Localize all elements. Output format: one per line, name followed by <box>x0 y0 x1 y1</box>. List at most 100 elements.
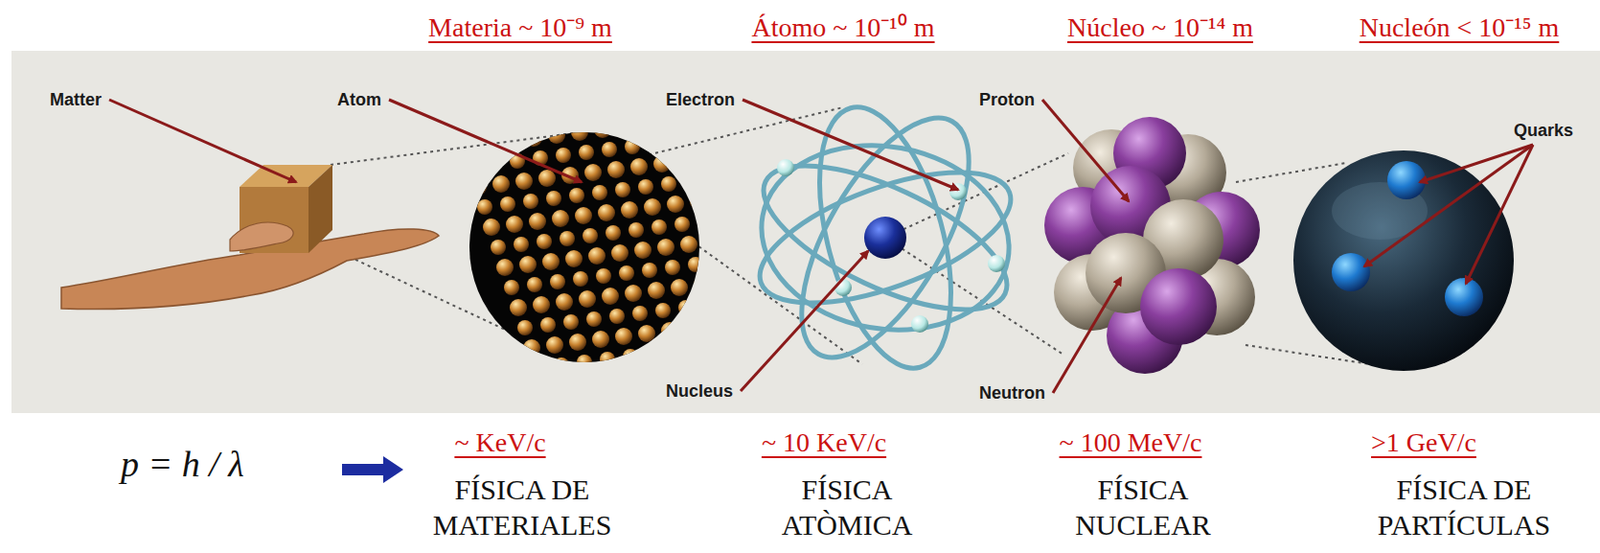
lattice-atom <box>712 189 731 207</box>
lattice-atom <box>505 215 524 233</box>
lattice-atom <box>760 331 777 347</box>
field-label: FÍSICA DE PARTÍCULAS <box>1348 471 1579 543</box>
lattice-atom <box>519 110 535 126</box>
scale-heading-text: Materia ~ 10⁻⁹ m <box>428 12 613 43</box>
lattice-atom <box>486 156 503 172</box>
lattice-atom <box>586 311 602 327</box>
lattice-atom <box>569 333 587 351</box>
lattice-atom <box>747 291 763 307</box>
lattice-atom <box>624 138 640 155</box>
lattice-atom <box>611 98 627 115</box>
lattice-atom <box>628 222 644 238</box>
momentum-label-text: ~ 10 KeV/c <box>761 427 887 458</box>
lattice-atom <box>477 199 493 215</box>
lattice-atom <box>643 198 662 216</box>
lattice-atom <box>523 339 541 357</box>
part-label: Quarks <box>1513 120 1574 141</box>
block-arrow <box>342 456 404 483</box>
part-label: Neutron <box>979 383 1046 404</box>
part-label-text: Nucleus <box>665 381 733 401</box>
lattice-atom <box>597 204 616 222</box>
lattice-atom <box>689 192 708 210</box>
field-label: FÍSICA DE MATERIALES <box>397 471 647 543</box>
part-label-text: Neutron <box>979 383 1046 403</box>
formula: p = h / λ <box>120 442 245 485</box>
lattice-atom <box>716 273 734 291</box>
lattice-atom <box>515 172 533 190</box>
part-label-text: Electron <box>665 90 735 110</box>
atom-particles <box>777 159 1006 333</box>
lattice-atom <box>542 252 560 271</box>
lattice-atom <box>638 179 654 195</box>
lattice-atom <box>490 239 506 255</box>
lattice-atom <box>592 330 610 348</box>
lattice-atom <box>687 256 704 273</box>
ground-band <box>11 50 1600 413</box>
scale-heading: Átomo ~ 10⁻¹⁰ m <box>751 7 935 45</box>
lattice-atom <box>559 230 575 247</box>
leader-arrow <box>1042 99 1129 202</box>
lattice-atom <box>724 294 740 310</box>
lattice-atom <box>630 158 648 176</box>
part-label: Proton <box>979 90 1035 111</box>
lattice-atom <box>538 169 556 187</box>
lattice-atom <box>496 258 514 276</box>
lattice-atom <box>565 250 583 268</box>
lattice-atom <box>578 144 595 160</box>
lattice-atom <box>661 321 679 340</box>
lattice-atom <box>710 253 727 270</box>
lattice-atom <box>578 290 596 308</box>
leader-arrow <box>740 251 869 391</box>
lattice-atom <box>601 287 619 305</box>
lattice-atom <box>685 109 704 127</box>
lattice-atom <box>638 324 656 343</box>
part-label: Nucleus <box>665 381 733 402</box>
lattice-atom <box>634 241 652 259</box>
lattice-atom <box>536 233 552 250</box>
lattice-atom <box>496 113 512 129</box>
lattice-atom <box>634 95 650 112</box>
lattice-atom <box>664 259 681 275</box>
momentum-label-text: ~ KeV/c <box>454 427 546 458</box>
part-label-text: Quarks <box>1513 120 1574 140</box>
lattice-atom <box>513 236 529 252</box>
scale-heading-text: Núcleo ~ 10⁻¹⁴ m <box>1067 12 1254 43</box>
lattice-atom <box>701 297 717 313</box>
lattice-atom <box>530 360 547 376</box>
lattice-atom <box>693 275 711 294</box>
lattice-atom <box>676 152 694 170</box>
lattice-atom <box>503 279 520 296</box>
part-label: Matter <box>49 90 102 111</box>
lattice-atom <box>500 196 516 212</box>
lattice-atom <box>588 247 606 265</box>
lattice-atom <box>624 284 642 302</box>
lattice-atom <box>722 146 740 164</box>
lattice-atom <box>540 317 556 333</box>
lattice-atom <box>555 293 573 311</box>
leader-arrow <box>1364 144 1533 267</box>
momentum-label-text: >1 GeV/c <box>1371 427 1477 458</box>
lattice-atom <box>703 232 721 251</box>
lattice-atom <box>707 316 725 334</box>
lattice-atom <box>548 126 566 144</box>
scale-heading: Materia ~ 10⁻⁹ m <box>428 7 613 45</box>
lattice-atom <box>618 265 635 281</box>
lattice-atom <box>456 137 474 156</box>
lattice-atom <box>735 186 754 205</box>
lattice-atom <box>680 235 698 253</box>
lattice-atom <box>720 210 736 227</box>
lattice-atom <box>571 123 589 141</box>
lattice-atom <box>684 319 702 337</box>
lattice-atom <box>726 229 744 248</box>
scale-heading: Nucleón < 10⁻¹⁵ m <box>1359 7 1560 45</box>
lattice-atom <box>592 184 608 201</box>
lattice-atom <box>776 307 794 325</box>
lattice-atom <box>668 342 685 359</box>
lattice-atom <box>737 334 754 350</box>
lattice-atom <box>546 190 562 206</box>
lattice-atom <box>641 262 658 278</box>
atom-lattice <box>450 87 800 376</box>
lattice-atom <box>574 206 593 225</box>
lattice-atom <box>549 274 566 290</box>
